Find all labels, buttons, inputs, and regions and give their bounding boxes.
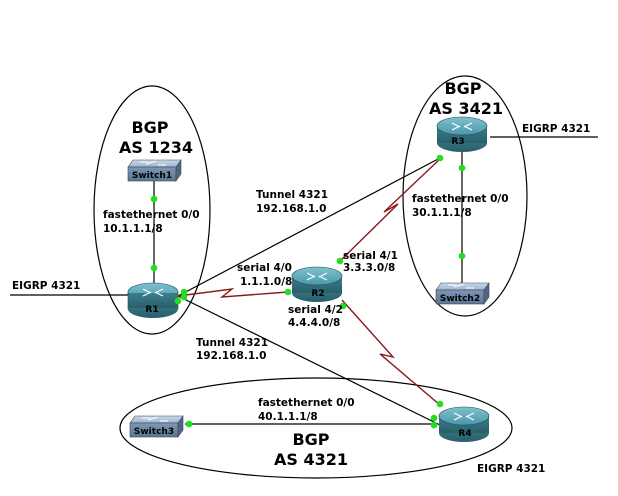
- serial-link-r1-r2: [177, 287, 289, 298]
- as4321-as-label: AS 4321: [274, 450, 348, 469]
- switch2-device[interactable]: Switch2: [435, 282, 490, 305]
- as3421-as-label: AS 3421: [429, 99, 503, 118]
- switch1-device[interactable]: Switch1: [127, 159, 182, 182]
- as1234-bgp-label: BGP: [131, 118, 168, 137]
- eigrp-left-label: EIGRP 4321: [12, 280, 80, 292]
- sw3-r4-iface-label: fastethernet 0/0: [258, 397, 355, 409]
- r1-r2-iface-label: serial 4/0: [237, 262, 292, 274]
- tunnel-r1-r3-ip-label: 192.168.1.0: [256, 203, 326, 215]
- sw1-r1-iface-label: fastethernet 0/0: [103, 209, 200, 221]
- sw3-r4-ip-label: 40.1.1.1/8: [258, 411, 318, 423]
- as3421-bgp-label: BGP: [444, 79, 481, 98]
- serial-link-r2-r4: [341, 299, 441, 406]
- r2-r4-ip-label: 4.4.4.0/8: [288, 317, 340, 329]
- r1-r2-ip-label: 1.1.1.0/8: [240, 276, 292, 288]
- port-dot-r3-serial: [436, 154, 444, 162]
- port-dot-r1-serial: [180, 293, 188, 301]
- port-dot-switch3: [185, 420, 193, 428]
- port-dot-r3-fe: [458, 164, 466, 172]
- port-dot-r2-serial40: [284, 288, 292, 296]
- r2-r3-ip-label: 3.3.3.0/8: [343, 262, 395, 274]
- port-dot-r2-serial42: [339, 302, 347, 310]
- router-r2[interactable]: R2: [291, 266, 343, 302]
- eigrp-bottom-label: EIGRP 4321: [477, 463, 545, 475]
- port-dot-r1-top: [150, 264, 158, 272]
- switch3-label: Switch3: [134, 427, 174, 437]
- port-dot-r4-fe: [430, 421, 438, 429]
- r4-label: R4: [458, 429, 471, 439]
- as3421-boundary: [402, 75, 528, 317]
- port-dot-r4-tunnel: [430, 414, 438, 422]
- serial-link-r2-r3: [339, 158, 441, 262]
- port-dots: [150, 154, 466, 429]
- link-tunnel-r1-r3: [177, 157, 441, 297]
- port-dot-r1-tunnel-r4: [174, 297, 182, 305]
- as4321-boundary: [119, 377, 513, 479]
- port-dot-r1-tunnel-r3: [180, 288, 188, 296]
- tunnel-r1-r3-name-label: Tunnel 4321: [256, 189, 328, 201]
- tunnel-r1-r4-ip-label: 192.168.1.0: [196, 350, 266, 362]
- as1234-boundary: [93, 85, 211, 335]
- link-tunnel-r1-r4: [177, 295, 441, 426]
- port-dot-r4-serial: [436, 400, 444, 408]
- r3-sw2-iface-label: fastethernet 0/0: [412, 193, 509, 205]
- tunnel-r1-r4-name-label: Tunnel 4321: [196, 337, 268, 349]
- as1234-as-label: AS 1234: [119, 138, 193, 157]
- router-r3[interactable]: R3: [436, 116, 488, 152]
- sw1-r1-ip-label: 10.1.1.1/8: [103, 223, 163, 235]
- switch2-label: Switch2: [440, 294, 480, 304]
- eigrp-right-label: EIGRP 4321: [522, 123, 590, 135]
- r1-label: R1: [145, 305, 158, 315]
- r3-label: R3: [451, 137, 464, 147]
- r3-sw2-ip-label: 30.1.1.1/8: [412, 207, 472, 219]
- port-dot-r2-serial41: [336, 257, 344, 265]
- r2-label: R2: [311, 289, 324, 299]
- router-r1[interactable]: R1: [127, 282, 179, 318]
- switch1-label: Switch1: [132, 171, 172, 181]
- r2-r3-iface-label: serial 4/1: [343, 250, 398, 262]
- switch3-device[interactable]: Switch3: [129, 415, 184, 438]
- port-dot-switch2: [458, 252, 466, 260]
- port-dot-switch1: [150, 195, 158, 203]
- router-r4[interactable]: R4: [438, 406, 490, 442]
- r2-r4-iface-label: serial 4/2: [288, 304, 343, 316]
- as4321-bgp-label: BGP: [292, 430, 329, 449]
